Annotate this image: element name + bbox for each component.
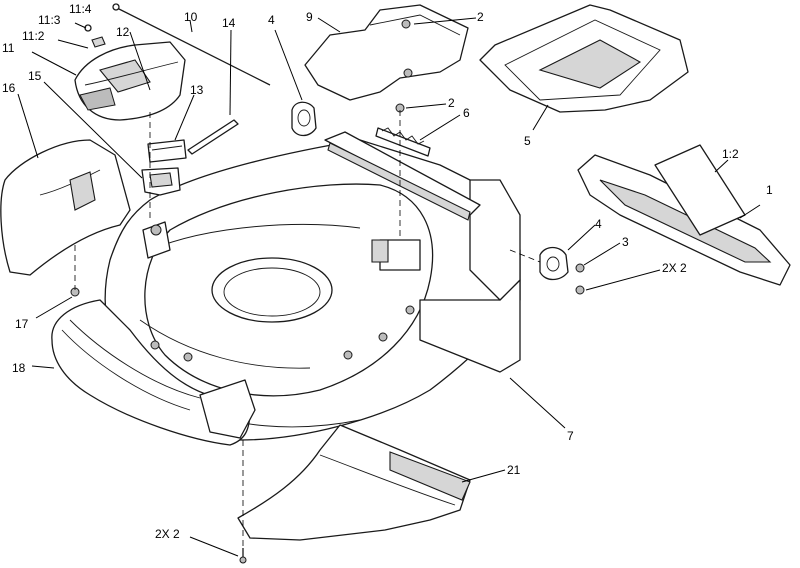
callout-11: 11 [2,41,15,55]
pivot-4-left [291,101,317,137]
callout-1-2: 1:2 [722,147,739,161]
chute-21 [237,424,471,541]
callout-5: 5 [524,134,531,148]
bracket-15 [141,167,181,196]
leader-lines [17,17,761,557]
callout-2x2-bottom: 2X 2 [155,527,180,541]
callout-21: 21 [507,463,521,477]
callout-3: 3 [622,235,629,249]
callout-13: 13 [190,83,204,97]
callout-1: 1 [766,183,773,197]
top-plate-9 [304,4,469,101]
callout-4-right: 4 [595,217,602,231]
callout-2x2-right: 2X 2 [662,261,687,275]
callout-2-top: 2 [477,10,484,24]
callout-17: 17 [15,317,29,331]
rod-10 [112,3,271,86]
rear-cover-11 [74,41,186,121]
callout-16: 16 [2,81,16,95]
nut-3 [575,263,585,273]
screws-2 [395,19,411,113]
screw-bottom [239,548,247,564]
bag-frame-5 [479,4,689,113]
callout-labels: 1 1:2 2 2 3 2X 2 4 4 5 6 7 9 10 11 11:2 … [2,2,773,541]
callout-11-3: 11:3 [38,13,61,27]
callout-10: 10 [184,10,198,24]
pivot-4-right [539,246,569,281]
callout-9: 9 [306,10,313,24]
callout-4-left: 4 [268,13,275,27]
screws-2x2-right [575,285,585,295]
callout-6: 6 [463,106,470,120]
callout-11-2: 11:2 [22,29,45,43]
callout-15: 15 [28,69,42,83]
rod-14 [187,119,239,155]
callout-14: 14 [222,16,236,30]
mower-deck [104,139,521,442]
callout-18: 18 [12,361,26,375]
callout-12: 12 [116,25,130,39]
assembly-lines [74,110,541,548]
spring-13 [147,139,187,163]
cover-fasteners [84,24,106,48]
side-guard-16 [0,139,131,276]
front-deflector [51,299,256,446]
callout-11-4: 11:4 [69,2,92,16]
callout-7: 7 [567,429,574,443]
hinge-6 [375,127,431,157]
callout-2-middle: 2 [448,96,455,110]
rear-rail [324,131,481,271]
